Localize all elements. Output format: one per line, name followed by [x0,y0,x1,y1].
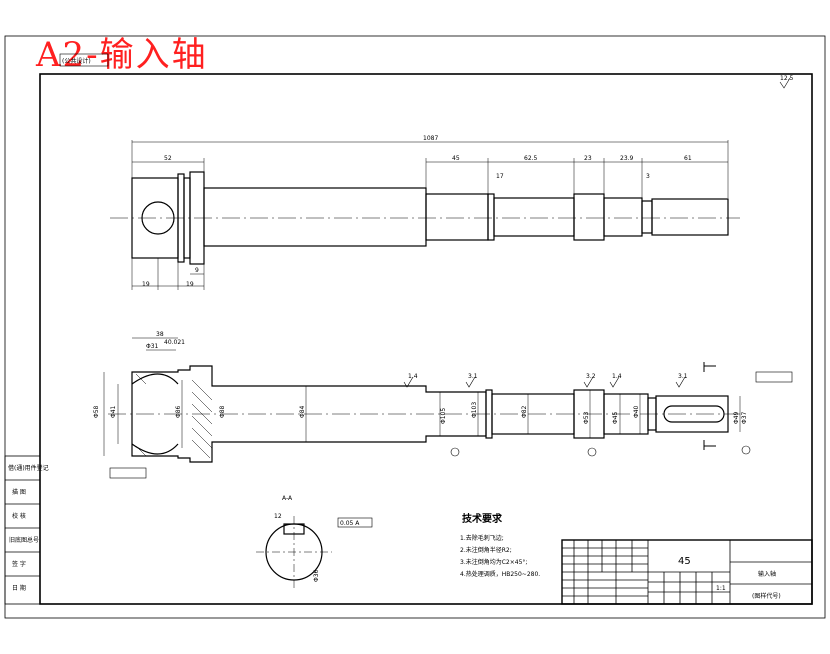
dim-23b: 23.9 [620,155,634,162]
part-name: 输入轴 [758,570,776,578]
side-2: 描 图 [12,488,26,496]
side-5: 签 字 [12,560,26,568]
side-1: 借(通)用件登记 [8,464,49,472]
outer-frame [4,35,826,619]
tech-item-4: 4.热处理调质，HB250~280. [460,570,540,578]
dim-19: 19 [142,281,150,288]
section-w: 12 [274,513,282,520]
surface-mark: 12.5 [780,75,794,82]
drawing-code: (图样代号) [752,592,781,600]
dim-58: Φ58 [93,405,100,418]
drawing-title: A2-输入轴 [36,35,208,75]
dim-45b: Φ45 [612,411,619,424]
tech-item-3: 3.未注倒角均为C2×45°; [460,558,527,566]
dim-62: 62.5 [524,155,538,162]
dim-61: 61 [684,155,692,162]
dim-38: 38 [156,331,164,338]
side-3: 校 核 [12,512,26,520]
material: 45 [678,556,691,567]
dim-31: Φ31 [146,343,159,350]
tech-heading: 技术要求 [462,512,503,525]
scale: 1:1 [716,585,726,592]
dim-45: 45 [452,155,460,162]
dim-49: Φ49 [733,411,740,424]
rough-32: 3.2 [586,373,596,380]
dim-19b: 19 [186,281,194,288]
dim-103: Φ103 [471,402,478,418]
corner-label-box [59,53,109,67]
dim-total: 1087 [423,135,438,142]
dim-41: Φ41 [110,405,117,418]
rough-31b: 3.1 [678,373,688,380]
side-block [4,455,41,605]
dim-40: 40.021 [164,339,185,346]
dim-40b: Φ40 [633,405,640,418]
dim-86: Φ86 [175,405,182,418]
dim-53: Φ53 [583,411,590,424]
tech-item-1: 1.去除毛刺飞边; [460,534,504,542]
dim-52: 52 [164,155,172,162]
dim-88: Φ88 [219,405,226,418]
dim-105: Φ105 [440,408,447,424]
tech-item-2: 2.未注倒角半径R2; [460,546,512,554]
dim-37: Φ37 [741,411,748,424]
dim-3: 3 [646,173,650,180]
inner-frame [39,73,813,605]
dim-17: 17 [496,173,504,180]
title-block [561,539,813,605]
rough-14b: 1.4 [612,373,622,380]
side-4: 旧底图总号 [9,536,39,544]
section-d: Φ36 [313,569,320,582]
corner-label: (公共设计) [62,57,91,65]
section-label: A-A [282,495,293,502]
rough-14a: 1.4 [408,373,418,380]
dim-23: 23 [584,155,592,162]
section-tol: 0.05 A [340,520,360,527]
dim-82: Φ82 [521,405,528,418]
dim-84: Φ84 [299,405,306,418]
dim-9: 9 [195,267,199,274]
rough-31: 3.1 [468,373,478,380]
side-6: 日 期 [12,584,26,592]
